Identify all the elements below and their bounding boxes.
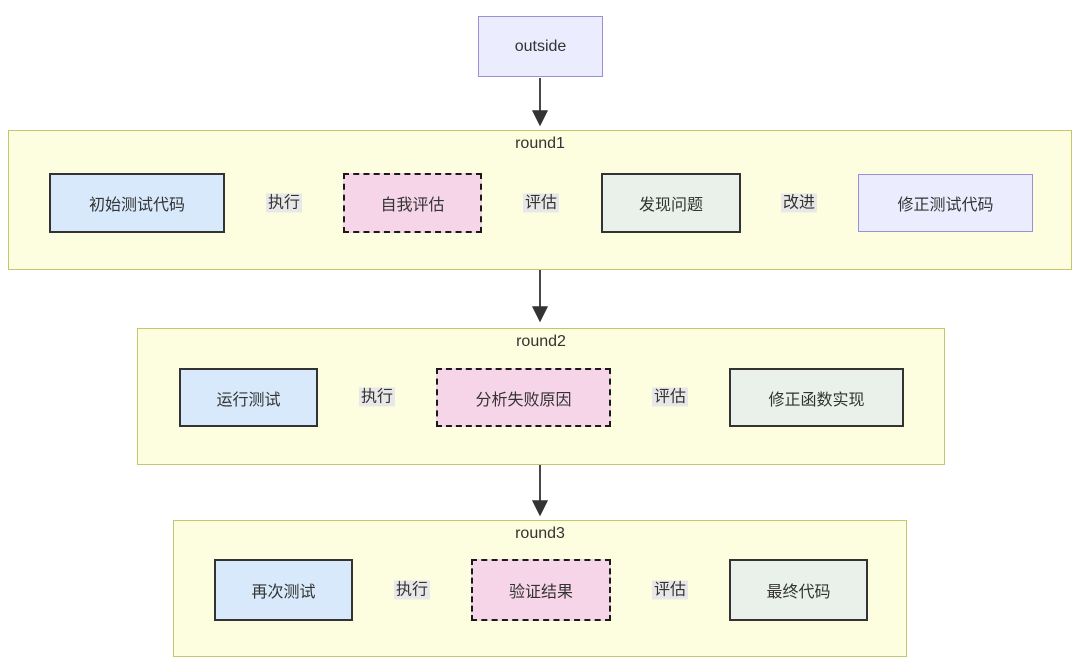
edge-label-r1-improve: 改进 xyxy=(780,193,818,213)
node-verify-results: 验证结果 xyxy=(471,559,611,621)
subgraph-round2-title: round2 xyxy=(516,333,566,350)
edge-label-r1-evaluate: 评估 xyxy=(522,193,560,213)
node-analyze-failure-cause: 分析失败原因 xyxy=(436,368,611,427)
edge-label-r1-execute: 执行 xyxy=(265,193,303,213)
node-retest: 再次测试 xyxy=(214,559,353,621)
node-fixed-test-code: 修正测试代码 xyxy=(858,174,1033,232)
edge-label-r2-evaluate: 评估 xyxy=(651,387,689,407)
subgraph-round3: round3 再次测试 验证结果 最终代码 执行 评估 xyxy=(173,520,907,657)
node-found-issues: 发现问题 xyxy=(601,173,741,233)
node-run-tests: 运行测试 xyxy=(179,368,318,427)
node-outside: outside xyxy=(478,16,603,77)
edge-label-r3-evaluate: 评估 xyxy=(651,580,689,600)
node-initial-test-code: 初始测试代码 xyxy=(49,173,225,233)
edge-label-r3-execute: 执行 xyxy=(393,580,431,600)
edge-label-r2-execute: 执行 xyxy=(358,387,396,407)
subgraph-round1-title: round1 xyxy=(515,135,565,152)
node-self-evaluation: 自我评估 xyxy=(343,173,482,233)
node-final-code: 最终代码 xyxy=(729,559,868,621)
subgraph-round2: round2 运行测试 分析失败原因 修正函数实现 执行 评估 xyxy=(137,328,945,465)
subgraph-round1: round1 初始测试代码 自我评估 发现问题 修正测试代码 执行 评估 改进 xyxy=(8,130,1072,270)
node-fix-function-impl: 修正函数实现 xyxy=(729,368,904,427)
subgraph-round3-title: round3 xyxy=(515,525,565,542)
